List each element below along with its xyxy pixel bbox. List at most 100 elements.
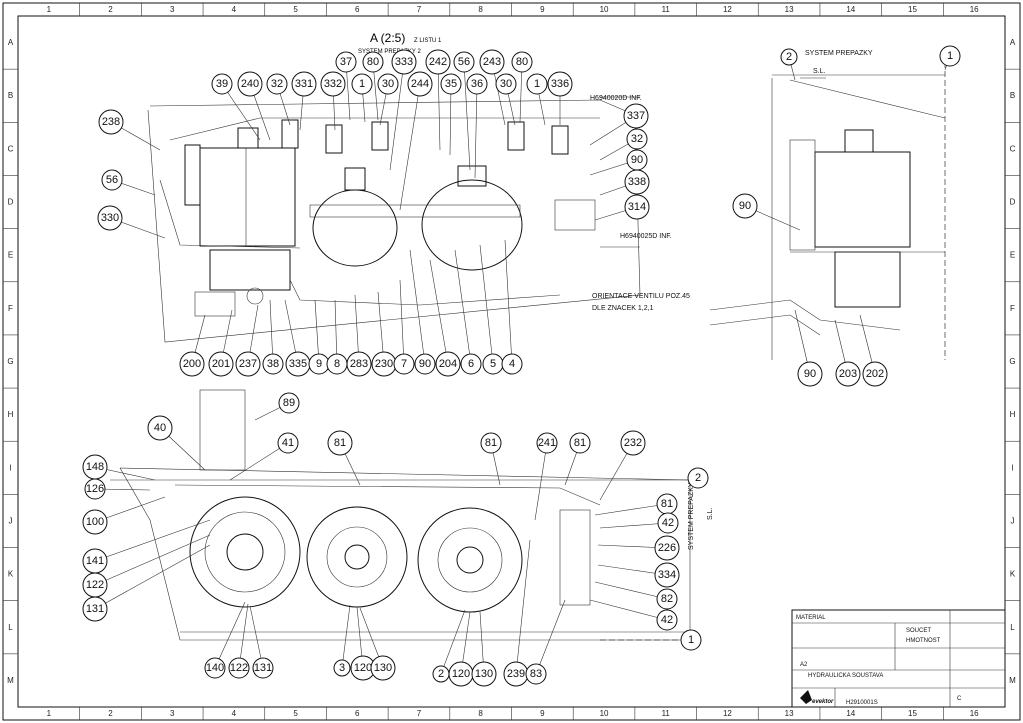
part-balloon: 242 bbox=[425, 49, 451, 75]
leader-line bbox=[94, 534, 211, 586]
balloon-label: 30 bbox=[382, 78, 394, 90]
balloon-label: 90 bbox=[631, 154, 643, 166]
view-a-title: A (2:5) bbox=[370, 31, 405, 45]
zone-row-label: A bbox=[1010, 38, 1016, 47]
balloon-label: 131 bbox=[86, 603, 104, 615]
part-balloon: 202 bbox=[862, 361, 888, 387]
balloon-label: 56 bbox=[458, 56, 470, 68]
balloon-label: 40 bbox=[154, 422, 166, 434]
balloon-label: 239 bbox=[507, 668, 525, 680]
view-a-ref: Z LISTU 1 bbox=[414, 38, 442, 44]
zone-row-label: I bbox=[1011, 463, 1013, 472]
balloon-label: 230 bbox=[375, 358, 393, 370]
balloon-label: 90 bbox=[804, 368, 816, 380]
leader-line bbox=[334, 299, 338, 365]
balloon-label: 1 bbox=[688, 634, 694, 646]
part-balloon: 122 bbox=[82, 572, 108, 598]
zone-row-label: F bbox=[8, 304, 13, 313]
balloon-label: 1 bbox=[534, 78, 540, 90]
leader-line bbox=[94, 519, 211, 562]
leader-line bbox=[229, 442, 289, 481]
zone-row-label: E bbox=[1010, 251, 1015, 260]
balloon-label: 39 bbox=[216, 78, 228, 90]
zone-row-label: B bbox=[1010, 91, 1015, 100]
part-balloon: 238 bbox=[98, 109, 124, 135]
zone-row-label: M bbox=[7, 676, 14, 685]
part-balloon: 338 bbox=[624, 169, 650, 195]
part-balloon: 1 bbox=[526, 73, 548, 95]
part-balloon: 42 bbox=[656, 609, 678, 631]
zone-column-label: 3 bbox=[170, 5, 175, 14]
part-balloon: 40 bbox=[147, 415, 173, 441]
zone-row-label: D bbox=[8, 198, 14, 207]
balloon-label: 240 bbox=[241, 78, 259, 90]
balloon-label: 32 bbox=[271, 78, 283, 90]
balloon-label: 2 bbox=[438, 668, 444, 680]
leader-line bbox=[429, 259, 449, 365]
part-balloon: 130 bbox=[471, 661, 497, 687]
leader-line bbox=[238, 603, 249, 669]
part-balloon: 126 bbox=[84, 478, 106, 500]
balloon-label: 140 bbox=[206, 662, 224, 674]
zone-markers-top: 1122334455667788991010111112121313141415… bbox=[47, 3, 979, 720]
balloon-label: 203 bbox=[839, 368, 857, 380]
balloon-label: 37 bbox=[340, 56, 352, 68]
zone-column-label: 14 bbox=[846, 5, 855, 14]
balloon-label: 8 bbox=[334, 358, 340, 370]
zone-row-label: L bbox=[1010, 623, 1015, 632]
zone-row-label: D bbox=[1010, 198, 1016, 207]
balloon-label: 89 bbox=[283, 397, 295, 409]
balloon-label: 334 bbox=[658, 569, 676, 581]
side-view-drawing bbox=[709, 62, 946, 360]
side-view-sl: S.L. bbox=[813, 68, 826, 75]
part-balloon: 330 bbox=[97, 205, 123, 231]
leader-line bbox=[314, 299, 320, 365]
balloon-label: 9 bbox=[316, 358, 322, 370]
part-balloon: 3 bbox=[333, 659, 351, 677]
leader-line bbox=[440, 609, 466, 675]
part-balloon: 336 bbox=[547, 71, 573, 97]
leader-line bbox=[454, 249, 472, 365]
zone-column-label: 5 bbox=[293, 709, 298, 718]
tb-field-a: SOUCET bbox=[906, 628, 931, 634]
zone-column-label: 2 bbox=[108, 5, 113, 14]
tb-format: A2 bbox=[800, 662, 808, 668]
balloon-label: 36 bbox=[471, 78, 483, 90]
plan-view-sl: S.L. bbox=[707, 507, 714, 520]
balloon-label: 41 bbox=[282, 437, 294, 449]
balloon-label: 333 bbox=[395, 56, 413, 68]
balloon-label: 3 bbox=[339, 662, 345, 674]
part-balloon: 89 bbox=[278, 392, 300, 414]
part-balloon: 41 bbox=[277, 432, 299, 454]
zone-column-label: 16 bbox=[970, 709, 979, 718]
leader-line bbox=[214, 601, 246, 669]
part-balloon: 9 bbox=[308, 353, 330, 375]
leader-line bbox=[449, 83, 452, 156]
leader-line bbox=[249, 605, 264, 669]
part-balloon: 131 bbox=[82, 596, 108, 622]
leader-line bbox=[269, 299, 274, 365]
leader-line bbox=[504, 239, 513, 365]
part-balloon: 141 bbox=[82, 548, 108, 574]
zone-row-label: L bbox=[8, 623, 13, 632]
balloon-label: 4 bbox=[509, 358, 515, 370]
zone-row-label: K bbox=[8, 570, 14, 579]
tb-material-label: MATERIAL bbox=[796, 615, 826, 621]
balloon-label: 232 bbox=[624, 437, 642, 449]
leader-line bbox=[599, 522, 669, 529]
leader-line bbox=[594, 503, 668, 516]
part-balloon: 2 bbox=[687, 467, 709, 489]
part-balloon: 243 bbox=[479, 49, 505, 75]
leader-line bbox=[409, 249, 426, 365]
zone-column-label: 15 bbox=[908, 5, 917, 14]
balloon-label: 336 bbox=[551, 78, 569, 90]
tb-title: HYDRAULICKA SOUSTAVA bbox=[808, 673, 883, 679]
balloon-label: 330 bbox=[101, 212, 119, 224]
balloon-label: 226 bbox=[658, 542, 676, 554]
tb-field-b: HMOTNOST bbox=[906, 638, 941, 644]
leader-line bbox=[535, 599, 566, 675]
balloon-label: 244 bbox=[411, 78, 429, 90]
